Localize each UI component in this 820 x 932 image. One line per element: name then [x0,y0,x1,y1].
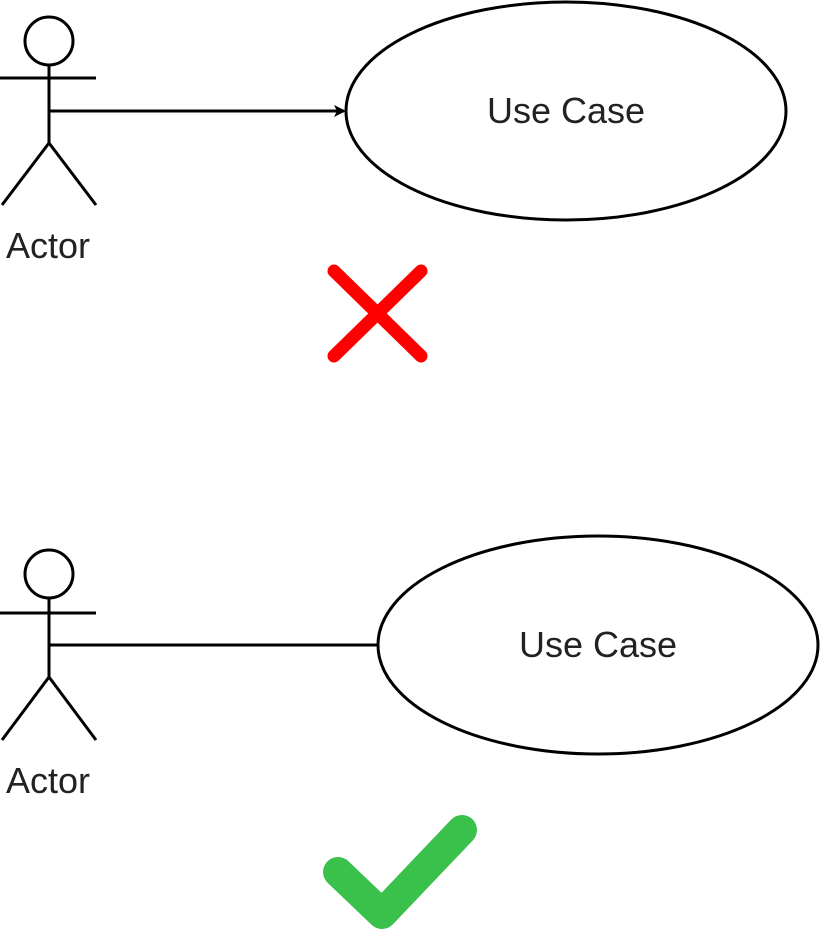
use-case-ellipse [376,534,820,756]
use-case-label: Use Case [519,624,677,665]
example-correct: Actor Use Case [0,534,820,929]
actor-left-leg [0,142,51,206]
actor-label: Actor [6,760,90,801]
actor-figure [0,15,98,206]
actor-left-leg [0,676,51,741]
use-case-label: Use Case [487,90,645,131]
checkmark-icon [323,815,477,929]
cross-icon [327,264,428,363]
example-incorrect: Actor Use Case [0,0,788,363]
actor-right-leg [47,676,98,741]
actor-figure [0,548,98,741]
actor-right-leg [47,142,98,206]
actor-label: Actor [6,225,90,266]
actor-head [23,548,75,600]
use-case-ellipse [344,0,788,222]
actor-head [23,15,75,67]
